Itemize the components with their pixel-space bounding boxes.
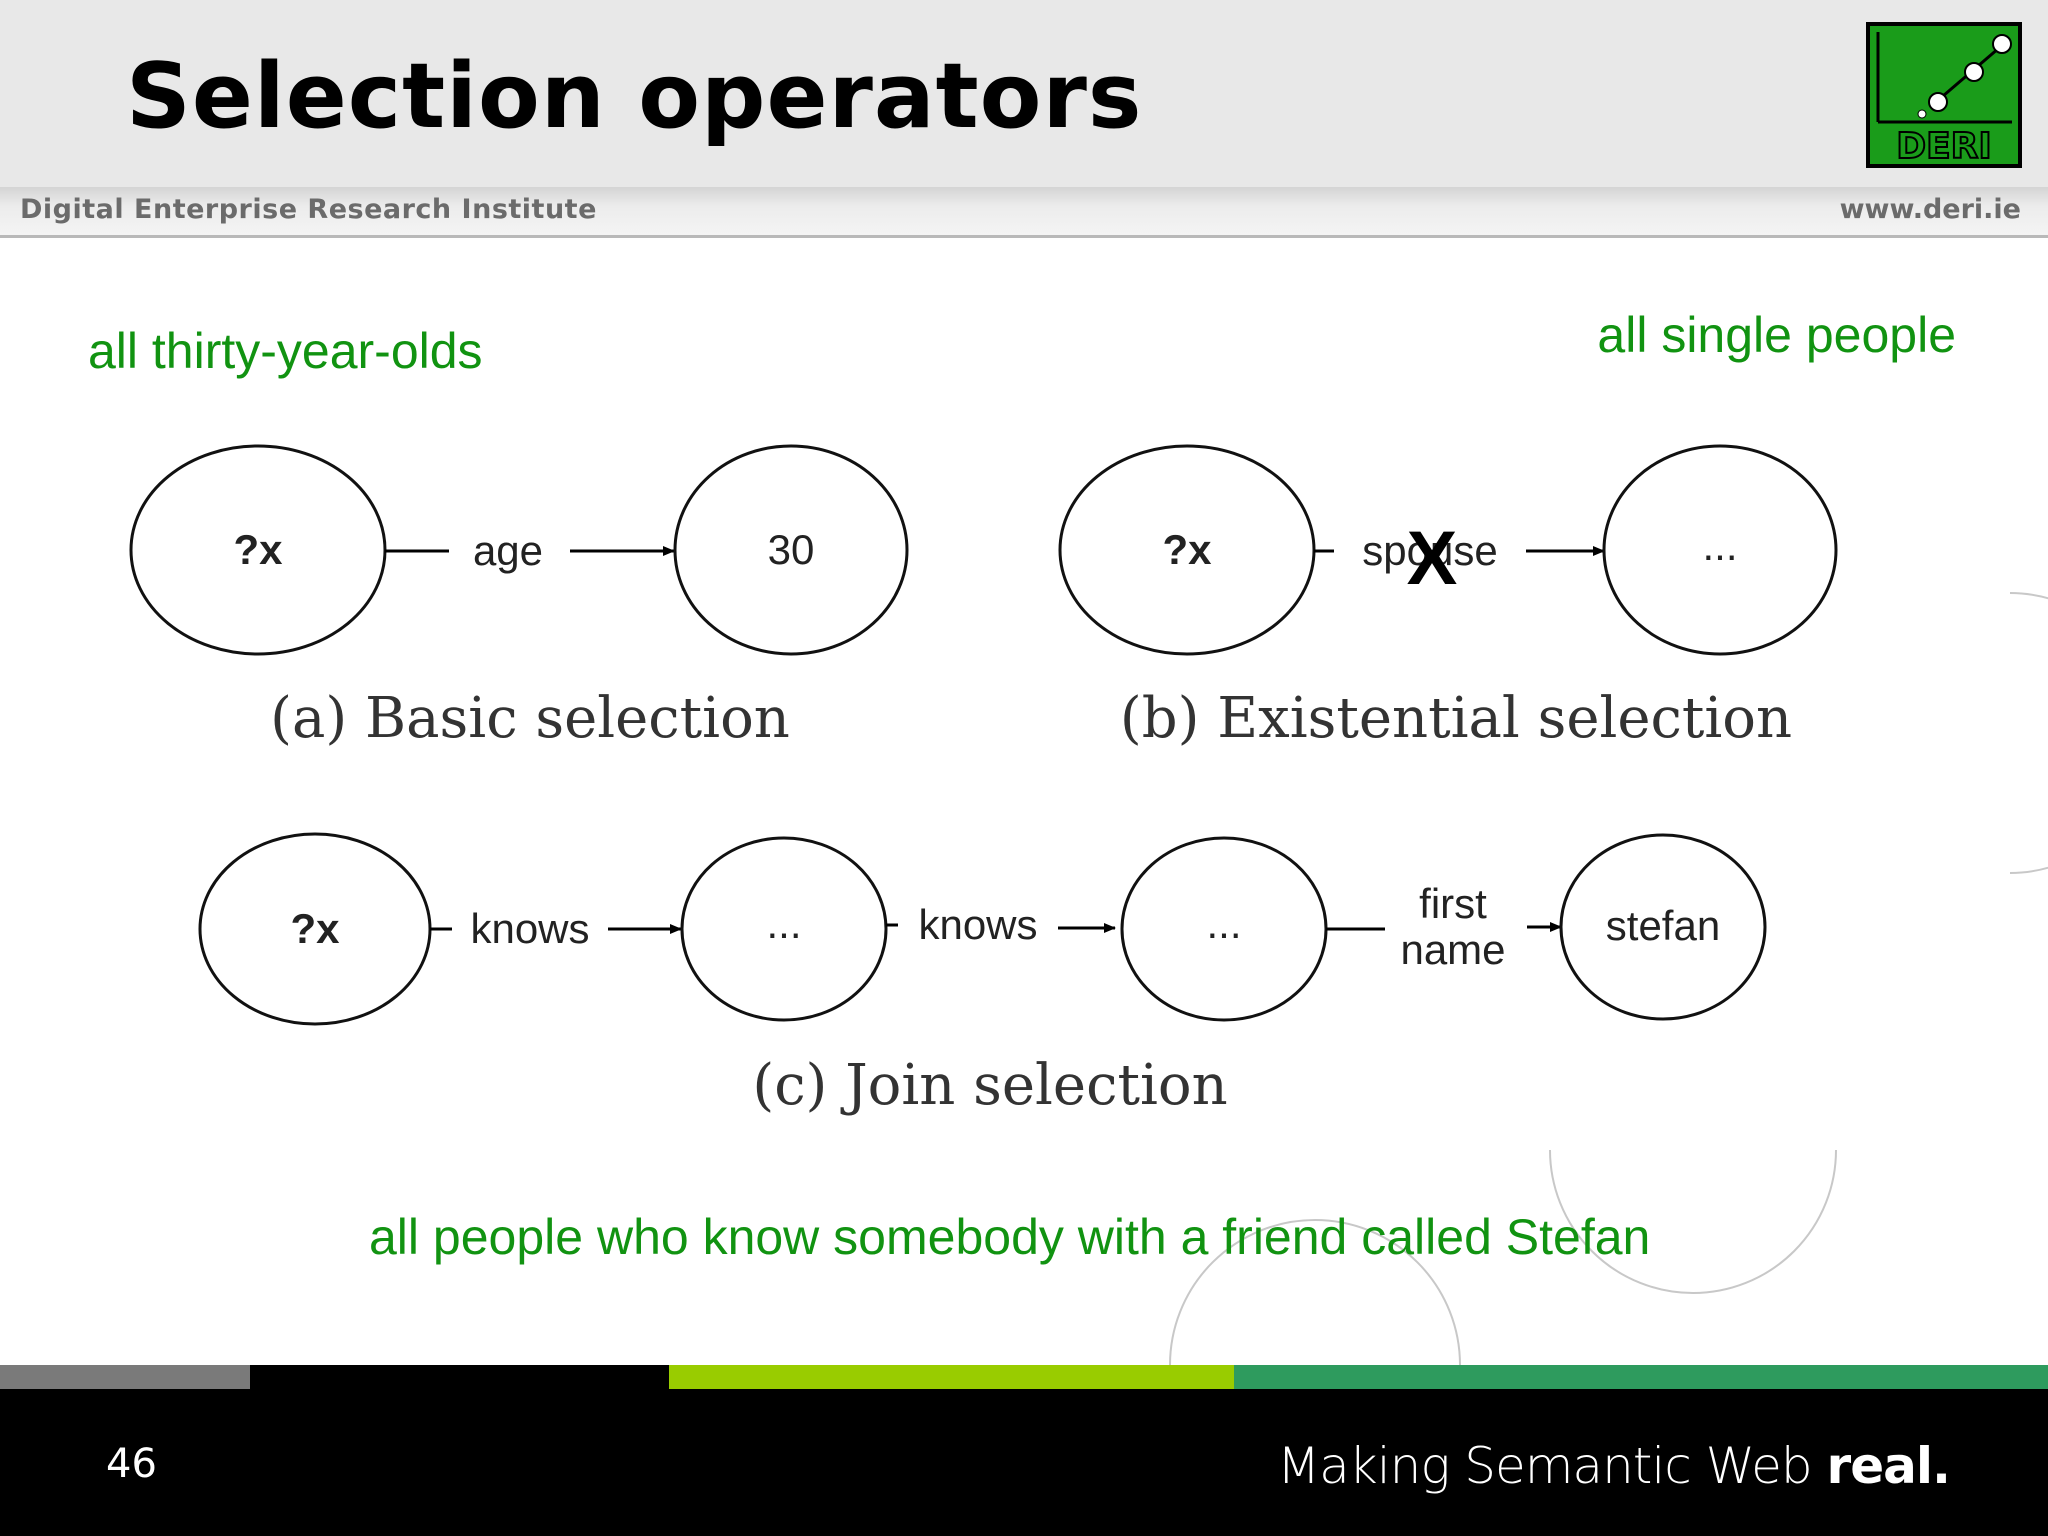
edge-label-spouse: spouse (1362, 527, 1497, 574)
node-subject-c-label: ?x (290, 905, 340, 952)
node-object-c-label: stefan (1606, 902, 1720, 949)
edge-label-first: first (1419, 880, 1487, 927)
node-2-c-label: ... (766, 900, 801, 947)
slide-header (0, 0, 2048, 187)
figure-b: ?x spouse X ... (b) Existential selectio… (1058, 444, 1838, 751)
tagline-strong: real. (1826, 1437, 1951, 1495)
sub-header-bar (0, 187, 2048, 238)
node-object-c (1559, 833, 1767, 1021)
caption-join-selection: all people who know somebody with a frie… (369, 1209, 1651, 1265)
edge-label-knows-1: knows (470, 905, 589, 952)
cross-mark: X (1407, 516, 1458, 601)
node-3-c-label: ... (1206, 900, 1241, 947)
figure-a: ?x age 30 (a) Basic selection (129, 444, 909, 751)
logo-text: DERI (1896, 126, 1992, 167)
slide-title: Selection operators (126, 44, 1143, 149)
institute-name: Digital Enterprise Research Institute (20, 194, 597, 225)
stripe-gray (0, 1365, 250, 1389)
figure-b-label: (b) Existential selection (1120, 686, 1792, 751)
figure-c-label: (c) Join selection (752, 1053, 1227, 1118)
footer-tagline: Making Semantic Web real. (1277, 1437, 1951, 1495)
node-object-a (673, 444, 909, 656)
node-2-c (680, 836, 888, 1022)
website-url: www.deri.ie (1839, 194, 2021, 225)
node-object-b-label: ... (1702, 522, 1737, 569)
stripe-black (250, 1365, 669, 1389)
edge-label-age: age (473, 527, 543, 574)
deri-logo: DERI (1866, 22, 2022, 168)
figure-c: ?x knows ... knows ... first name stefan… (198, 832, 1767, 1118)
node-object-b (1602, 444, 1838, 656)
node-subject-b-label: ?x (1162, 526, 1212, 573)
page-number: 46 (106, 1441, 157, 1487)
node-object-a-label: 30 (768, 526, 815, 573)
stripe-lime (669, 1365, 1234, 1389)
edge-label-knows-2: knows (918, 901, 1037, 948)
tagline-prefix: Making Semantic Web (1277, 1437, 1827, 1495)
color-stripe (0, 1365, 2048, 1389)
edge-label-name: name (1400, 926, 1505, 973)
caption-existential-selection: all single people (1597, 307, 1956, 363)
stripe-teal (1234, 1365, 2048, 1389)
node-subject-a-label: ?x (233, 526, 283, 573)
figure-a-label: (a) Basic selection (270, 686, 790, 751)
slide-footer (0, 1389, 2048, 1536)
caption-basic-selection: all thirty-year-olds (88, 323, 483, 379)
